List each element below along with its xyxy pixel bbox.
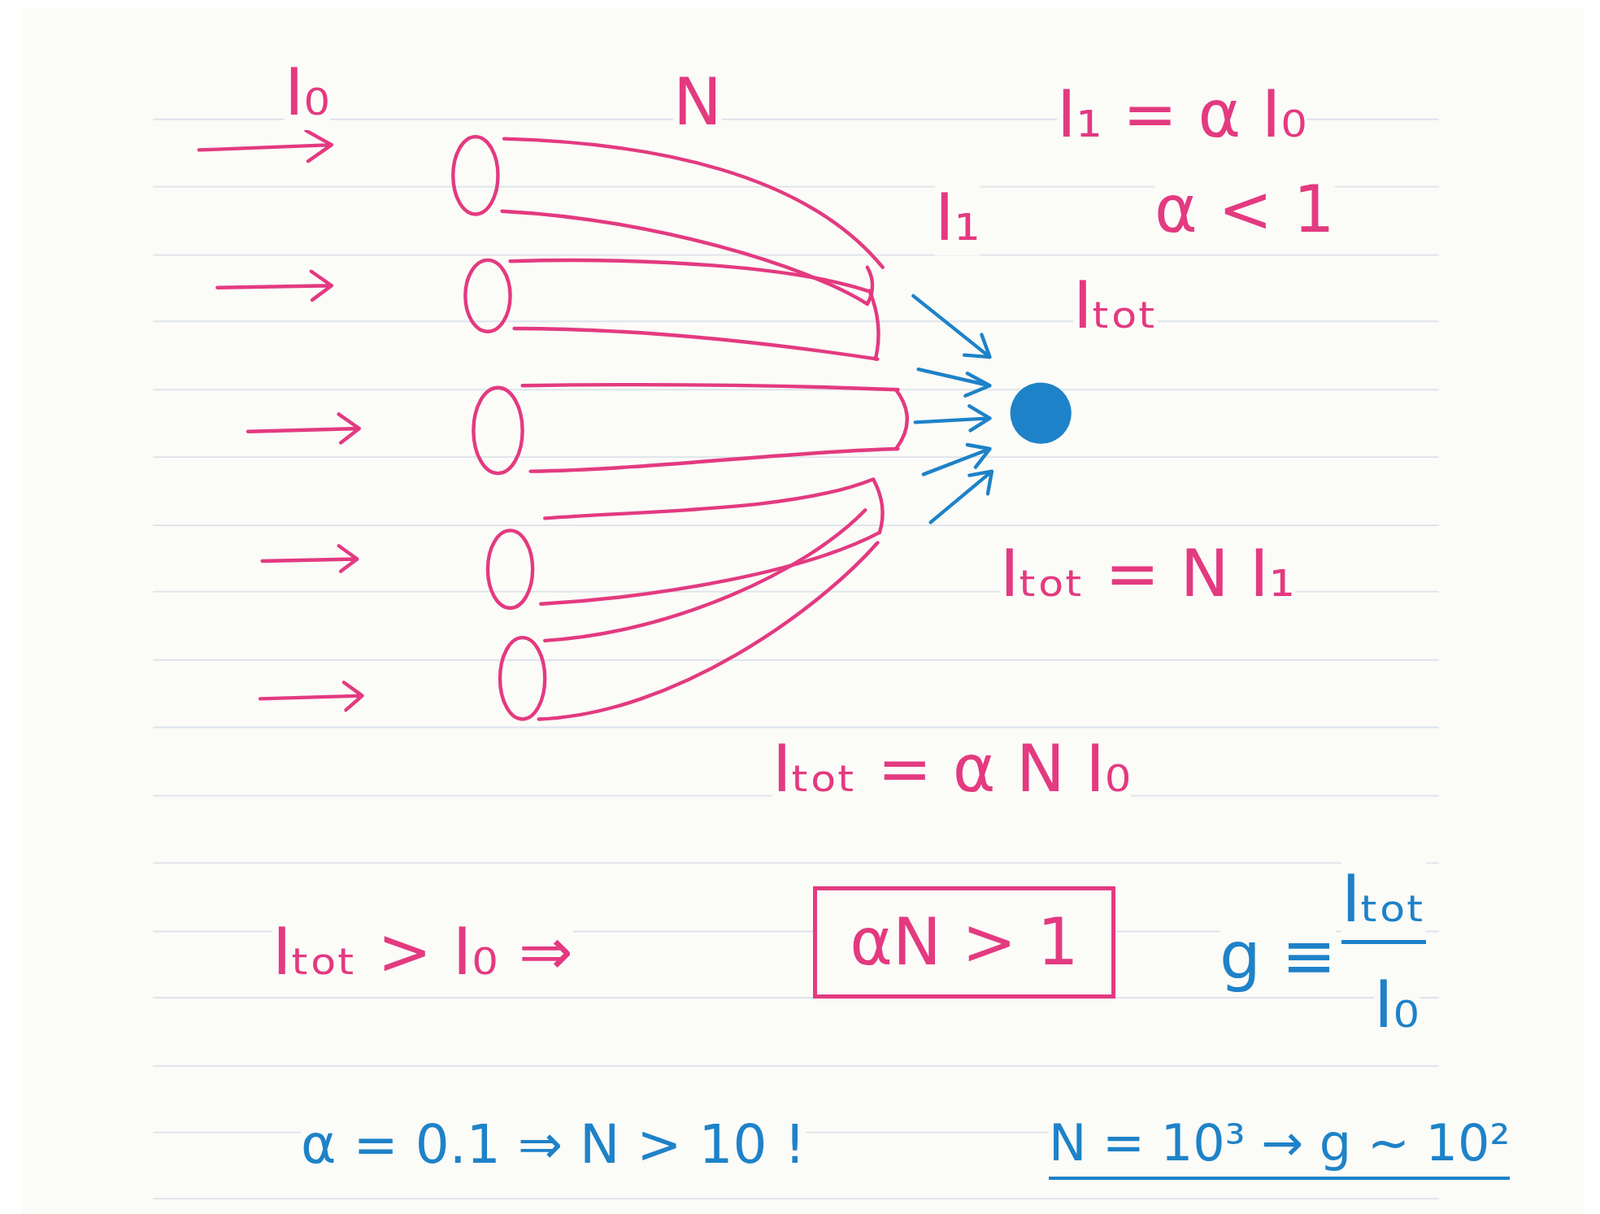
fraction-numerator: Iₜₒₜ <box>1341 861 1427 944</box>
intensity-symbol: Iₜₒₜ <box>1073 268 1158 344</box>
boxed-result: αN > 1 <box>813 886 1116 999</box>
equation: Iₜₒₜ = N I₁ <box>1000 536 1296 612</box>
paper <box>22 8 1584 1214</box>
intensity-symbol: I₀ <box>284 55 331 131</box>
boxed-text: αN > 1 <box>849 904 1079 980</box>
gain-definition: g ≡ <box>1219 918 1336 994</box>
intensity-symbol: I₁ <box>934 180 981 256</box>
incoming-light-arrows <box>199 130 363 711</box>
fraction-denominator: I₀ <box>1373 967 1420 1043</box>
target-spot <box>1010 382 1072 444</box>
condition: α < 1 <box>1154 172 1335 248</box>
optical-fibers <box>452 136 908 719</box>
fiber-count: N <box>673 65 722 140</box>
equation: I₁ = α I₀ <box>1056 77 1307 153</box>
example-result: N = 10³ → g ~ 10² <box>1048 1113 1510 1180</box>
example-note: α = 0.1 ⇒ N > 10 ! <box>300 1113 806 1176</box>
inequality: Iₜₒₜ > I₀ ⇒ <box>272 914 574 990</box>
ruled-lines <box>152 119 1439 1199</box>
output-light-arrows <box>913 295 992 523</box>
equation: Iₜₒₜ = α N I₀ <box>772 731 1131 807</box>
